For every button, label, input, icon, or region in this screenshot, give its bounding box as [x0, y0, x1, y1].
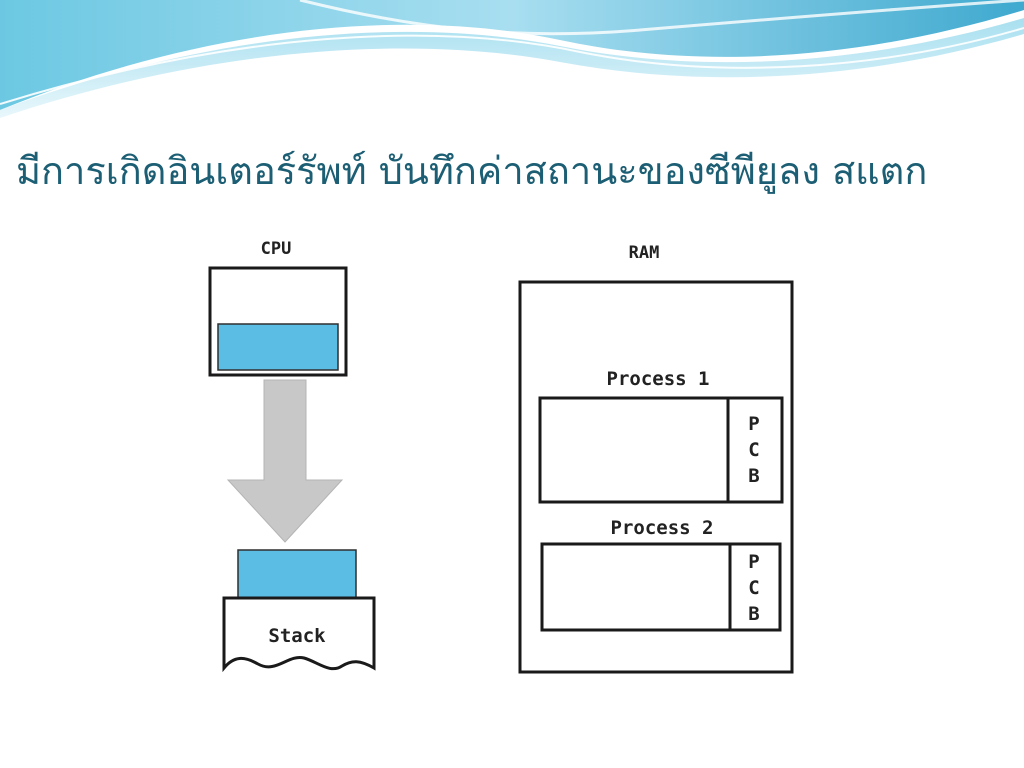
process-1-pcb-b: B [748, 465, 759, 487]
process-2-pcb-p: P [748, 551, 759, 573]
stack-box [222, 596, 376, 673]
process-1-label: Process 1 [607, 368, 710, 390]
cpu-label: CPU [261, 239, 292, 259]
process-2-pcb-c: C [748, 577, 759, 599]
process-1-pcb-p: P [748, 413, 759, 435]
stack-saved-register-block [237, 549, 357, 599]
interrupt-diagram: CPU Stack RAM Process 1 P C B Process 2 … [208, 239, 794, 674]
ram-label: RAM [629, 243, 660, 263]
cpu-register-block [217, 323, 339, 371]
down-arrow-icon [226, 379, 344, 543]
process-1-box [538, 396, 784, 504]
process-2-box [540, 542, 782, 632]
slide-title: มีการเกิดอินเตอร์รัพท์ บันทึกค่าสถานะของ… [16, 149, 928, 193]
process-2-pcb-b: B [748, 603, 759, 625]
process-1-pcb-c: C [748, 439, 759, 461]
header-wave-decoration [0, 0, 1024, 118]
process-2-label: Process 2 [611, 517, 714, 539]
stack-label: Stack [268, 625, 326, 647]
